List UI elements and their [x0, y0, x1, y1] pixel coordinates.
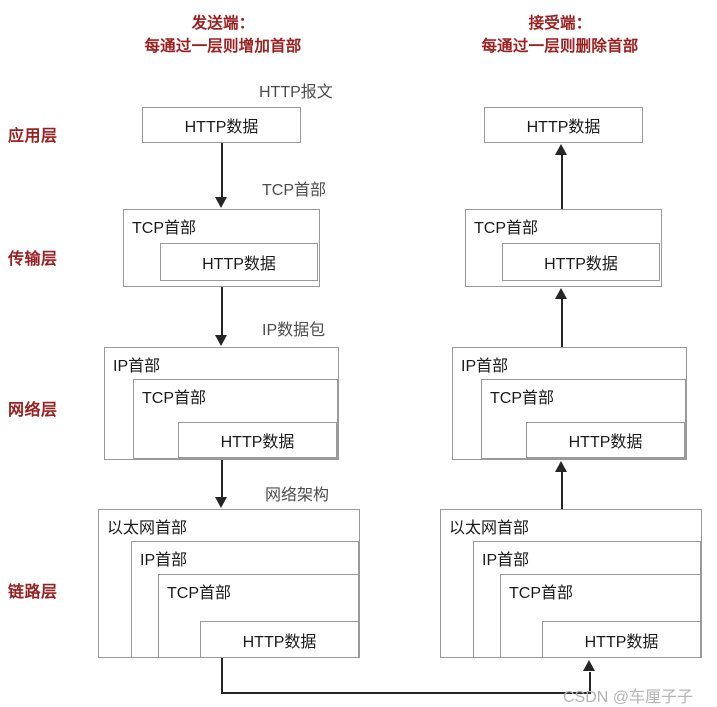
receiver-link-data-box: HTTP数据: [542, 621, 701, 658]
annotation-ip-packet: IP数据包: [262, 322, 326, 339]
bottom-connector-vertical-right: [589, 672, 591, 693]
csdn-watermark: CSDN @车厘子子: [563, 689, 694, 706]
bottom-connector-arrow-head: [583, 660, 595, 671]
sender-arrow-transport-to-network-line: [221, 287, 223, 336]
receiver-transport-data-box: HTTP数据: [502, 243, 660, 281]
bottom-connector-vertical-left: [221, 658, 223, 694]
layer-label-transport: 传输层: [8, 251, 58, 268]
sender-column-title: 发送端： 每通过一层则增加首部: [118, 12, 328, 58]
sender-link-box: 以太网首部 IP首部 TCP首部 HTTP数据: [98, 509, 360, 658]
sender-transport-data-label: HTTP数据: [202, 256, 276, 273]
sender-arrow-app-to-transport-head: [215, 197, 227, 208]
sender-link-tcp-header-label: TCP首部: [167, 585, 232, 602]
receiver-arrow-link-to-network-line: [561, 472, 563, 509]
layer-label-application: 应用层: [8, 128, 58, 145]
sender-network-box: IP首部 TCP首部 HTTP数据: [104, 347, 339, 460]
receiver-transport-header-label: TCP首部: [474, 220, 539, 237]
receiver-arrow-network-to-transport-line: [561, 299, 563, 347]
receiver-network-ip-header-label: IP首部: [461, 358, 509, 375]
receiver-network-data-box: HTTP数据: [526, 422, 685, 458]
layer-label-network: 网络层: [8, 402, 58, 419]
sender-arrow-transport-to-network-head: [215, 335, 227, 346]
bottom-connector-horizontal: [221, 692, 591, 694]
sender-network-data-box: HTTP数据: [178, 422, 337, 458]
sender-network-tcp-header-label: TCP首部: [142, 390, 207, 407]
sender-link-tcp-box: TCP首部 HTTP数据: [158, 574, 359, 658]
annotation-tcp-header: TCP首部: [262, 182, 327, 199]
sender-link-data-label: HTTP数据: [242, 633, 317, 651]
sender-transport-header-label: TCP首部: [132, 220, 197, 237]
receiver-network-tcp-header-label: TCP首部: [490, 390, 555, 407]
receiver-arrow-network-to-transport-head: [555, 288, 567, 299]
annotation-http-message: HTTP报文: [259, 84, 333, 101]
sender-network-data-label: HTTP数据: [220, 434, 295, 451]
receiver-application-box: HTTP数据: [484, 107, 643, 143]
receiver-link-ip-header-label: IP首部: [482, 552, 530, 569]
sender-arrow-app-to-transport-line: [221, 143, 223, 198]
sender-title-line2: 每通过一层则增加首部: [144, 38, 302, 55]
receiver-link-data-label: HTTP数据: [584, 633, 659, 651]
sender-transport-data-box: HTTP数据: [160, 243, 318, 281]
sender-arrow-network-to-link-line: [221, 460, 223, 498]
receiver-application-data-label: HTTP数据: [526, 119, 601, 136]
receiver-arrow-transport-to-app-line: [561, 155, 563, 209]
receiver-network-data-label: HTTP数据: [568, 434, 643, 451]
receiver-link-ethernet-header-label: 以太网首部: [449, 520, 530, 537]
receiver-transport-data-label: HTTP数据: [544, 256, 618, 273]
receiver-arrow-link-to-network-head: [555, 461, 567, 472]
receiver-title-line2: 每通过一层则删除首部: [481, 38, 639, 55]
receiver-title-line1: 接受端：: [528, 15, 592, 32]
receiver-link-tcp-header-label: TCP首部: [509, 585, 574, 602]
layer-label-link: 链路层: [8, 584, 58, 601]
receiver-link-box: 以太网首部 IP首部 TCP首部 HTTP数据: [440, 509, 702, 658]
sender-title-line1: 发送端：: [191, 15, 255, 32]
receiver-link-tcp-box: TCP首部 HTTP数据: [500, 574, 701, 658]
annotation-network-frame: 网络架构: [265, 487, 330, 504]
receiver-arrow-transport-to-app-head: [555, 144, 567, 155]
sender-application-box: HTTP数据: [142, 107, 301, 143]
sender-link-ip-header-label: IP首部: [140, 552, 188, 569]
receiver-transport-box: TCP首部 HTTP数据: [465, 209, 662, 287]
sender-link-ip-box: IP首部 TCP首部 HTTP数据: [131, 541, 359, 658]
receiver-network-tcp-box: TCP首部 HTTP数据: [481, 379, 686, 459]
sender-network-tcp-box: TCP首部 HTTP数据: [133, 379, 338, 459]
sender-transport-box: TCP首部 HTTP数据: [123, 209, 320, 287]
receiver-link-ip-box: IP首部 TCP首部 HTTP数据: [473, 541, 701, 658]
sender-application-data-label: HTTP数据: [184, 119, 259, 136]
receiver-network-box: IP首部 TCP首部 HTTP数据: [452, 347, 687, 460]
sender-arrow-network-to-link-head: [215, 497, 227, 508]
sender-link-data-box: HTTP数据: [200, 621, 359, 658]
receiver-column-title: 接受端： 每通过一层则删除首部: [455, 12, 665, 58]
sender-link-ethernet-header-label: 以太网首部: [107, 520, 188, 537]
sender-network-ip-header-label: IP首部: [113, 358, 161, 375]
